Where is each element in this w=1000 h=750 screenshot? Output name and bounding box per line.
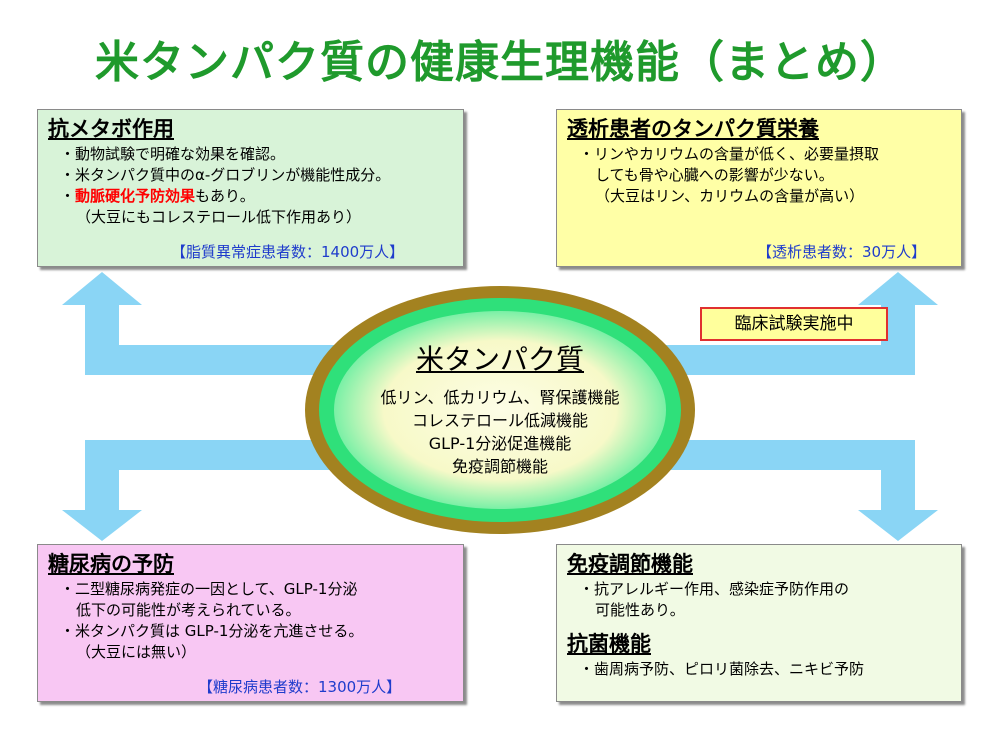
dialysis-line-3: （大豆はリン、カリウムの含量が高い）: [595, 187, 865, 205]
dialysis-box: 透析患者のタンパク質栄養 ・リンやカリウムの含量が低く、必要量摂取 しても骨や心…: [556, 109, 962, 267]
anti-metabolic-box: 抗メタボ作用 ・動物試験で明確な効果を確認。 ・米タンパク質中のα-グロブリンが…: [37, 109, 464, 267]
immune-line-1: ・抗アレルギー作用、感染症予防作用の: [579, 580, 850, 598]
diabetes-line-4: （大豆には無い）: [76, 643, 197, 661]
anti-metabolic-line-4: （大豆にもコレステロール低下作用あり）: [76, 208, 362, 226]
antibacterial-heading: 抗菌機能: [567, 632, 651, 656]
antibacterial-line-1: ・歯周病予防、ピロリ菌除去、ニキビ予防: [579, 660, 865, 678]
anti-metabolic-line-3-rest: もあり。: [195, 187, 255, 205]
arrow-up-left-shape: [62, 272, 335, 375]
arrow-up-right-shape: [665, 272, 938, 375]
center-title: 米タンパク質: [415, 343, 584, 376]
center-function-4: 免疫調節機能: [451, 457, 548, 476]
anti-metabolic-line-3: ・動脈硬化予防効果もあり。: [48, 186, 453, 207]
anti-metabolic-heading: 抗メタボ作用: [48, 117, 174, 141]
diabetes-patient-count: 【糖尿病患者数：1300万人】: [198, 678, 402, 696]
diabetes-line-1: ・二型糖尿病発症の一因として、GLP-1分泌: [60, 580, 358, 598]
arrow-down-left-shape: [62, 440, 335, 541]
dyslipidemia-patient-count: 【脂質異常症患者数：1400万人】: [171, 243, 405, 261]
dialysis-line-1: ・リンやカリウムの含量が低く、必要量摂取: [579, 145, 880, 163]
center-function-2: コレステロール低減機能: [411, 411, 588, 430]
immune-line-2: 可能性あり。: [595, 601, 685, 619]
diabetes-line-2: 低下の可能性が考えられている。: [76, 601, 301, 619]
center-function-1: 低リン、低カリウム、腎保護機能: [380, 388, 620, 407]
anti-metabolic-line-1: ・動物試験で明確な効果を確認。: [60, 145, 286, 163]
ellipse-inner: [334, 311, 666, 509]
arteriosclerosis-highlight: 動脈硬化予防効果: [75, 187, 196, 205]
bullet: ・: [60, 187, 76, 205]
dialysis-patient-count: 【透析患者数：30万人】: [757, 243, 927, 261]
page-title: 米タンパク質の健康生理機能（まとめ）: [95, 37, 905, 88]
clinical-trial-badge: 臨床試験実施中: [700, 307, 888, 341]
anti-metabolic-line-2: ・米タンパク質中のα-グロブリンが機能性成分。: [60, 166, 391, 184]
diabetes-box: 糖尿病の予防 ・二型糖尿病発症の一因として、GLP-1分泌 低下の可能性が考えら…: [37, 544, 464, 702]
diabetes-line-3: ・米タンパク質は GLP-1分泌を亢進させる。: [60, 622, 364, 640]
diabetes-heading: 糖尿病の予防: [48, 552, 174, 576]
center-function-list: 低リン、低カリウム、腎保護機能 コレステロール低減機能 GLP-1分泌促進機能 …: [360, 386, 640, 478]
dialysis-line-2: しても骨や心臓への影響が少ない。: [595, 166, 834, 184]
immune-box: 免疫調節機能 ・抗アレルギー作用、感染症予防作用の 可能性あり。 抗菌機能 ・歯…: [556, 544, 962, 702]
dialysis-heading: 透析患者のタンパク質栄養: [567, 117, 819, 141]
arrow-down-right-shape: [665, 440, 938, 541]
immune-heading: 免疫調節機能: [567, 552, 693, 576]
center-function-3: GLP-1分泌促進機能: [428, 434, 572, 453]
